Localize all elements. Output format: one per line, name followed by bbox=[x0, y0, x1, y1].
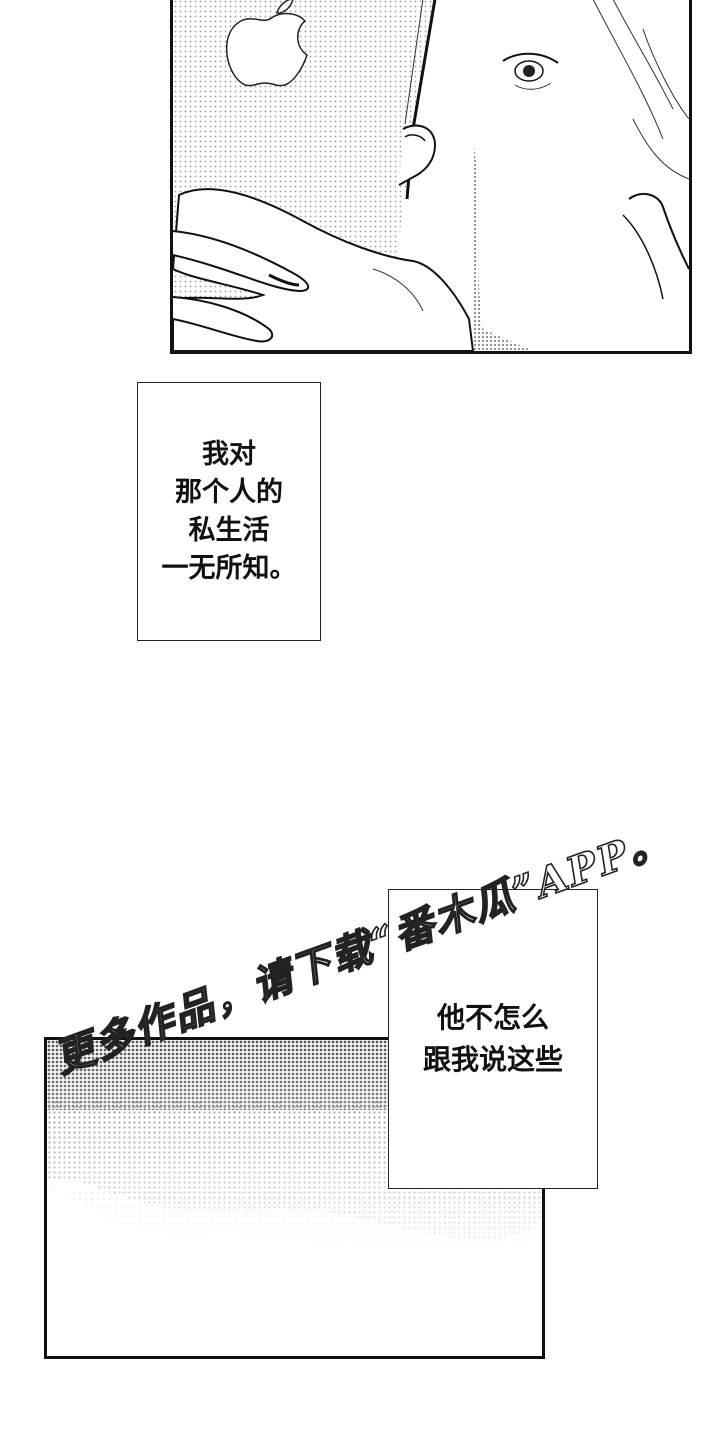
apple-logo-icon bbox=[225, 0, 308, 87]
panel-top-artwork bbox=[173, 0, 689, 351]
caption-line: 一无所知。 bbox=[161, 552, 297, 584]
caption-box-doesnt-talk: 他不怎么 跟我说这些 bbox=[388, 889, 598, 1189]
caption-box-private-life: 我对 那个人的 私生活 一无所知。 bbox=[137, 382, 321, 641]
caption-line: 跟我说这些 bbox=[422, 1043, 563, 1076]
caption-line: 那个人的 bbox=[175, 476, 283, 508]
caption-line: 他不怎么 bbox=[436, 1001, 549, 1034]
manga-panel-top bbox=[170, 0, 692, 354]
eye-icon bbox=[502, 52, 559, 90]
caption-line: 私生活 bbox=[188, 514, 270, 546]
caption-line: 我对 bbox=[202, 438, 256, 470]
